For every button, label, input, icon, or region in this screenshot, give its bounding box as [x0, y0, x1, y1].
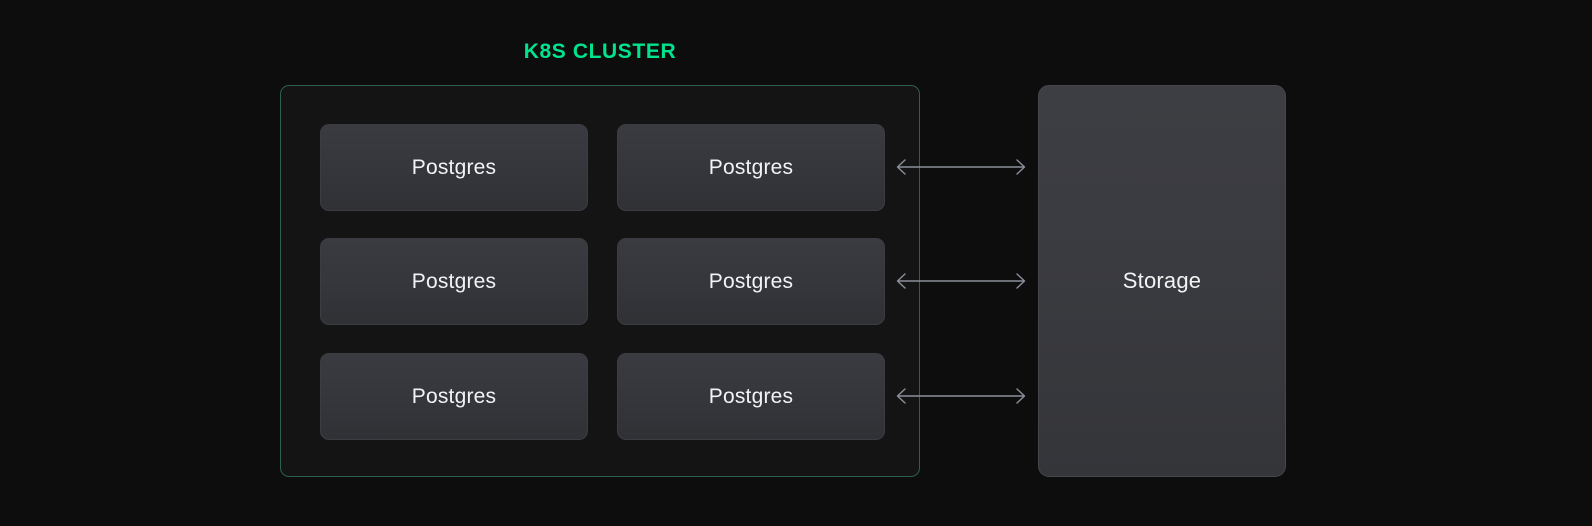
bidirectional-arrow-icon-1 [890, 154, 1032, 180]
postgres-node-label: Postgres [411, 385, 497, 408]
postgres-node-label: Postgres [411, 156, 497, 179]
postgres-node-label: Postgres [708, 156, 794, 179]
postgres-node-5[interactable]: Postgres [320, 353, 588, 440]
bidirectional-arrow-icon-3 [890, 383, 1032, 409]
postgres-node-1[interactable]: Postgres [320, 124, 588, 211]
postgres-node-label: Postgres [708, 385, 794, 408]
postgres-node-label: Postgres [708, 270, 794, 293]
postgres-node-label: Postgres [411, 270, 497, 293]
postgres-node-6[interactable]: Postgres [617, 353, 885, 440]
postgres-node-4[interactable]: Postgres [617, 238, 885, 325]
bidirectional-arrow-icon-2 [890, 268, 1032, 294]
postgres-node-2[interactable]: Postgres [617, 124, 885, 211]
storage-node-label: Storage [1122, 268, 1202, 293]
page-title: K8S CLUSTER [523, 40, 677, 63]
storage-node[interactable]: Storage [1038, 85, 1286, 477]
postgres-node-3[interactable]: Postgres [320, 238, 588, 325]
